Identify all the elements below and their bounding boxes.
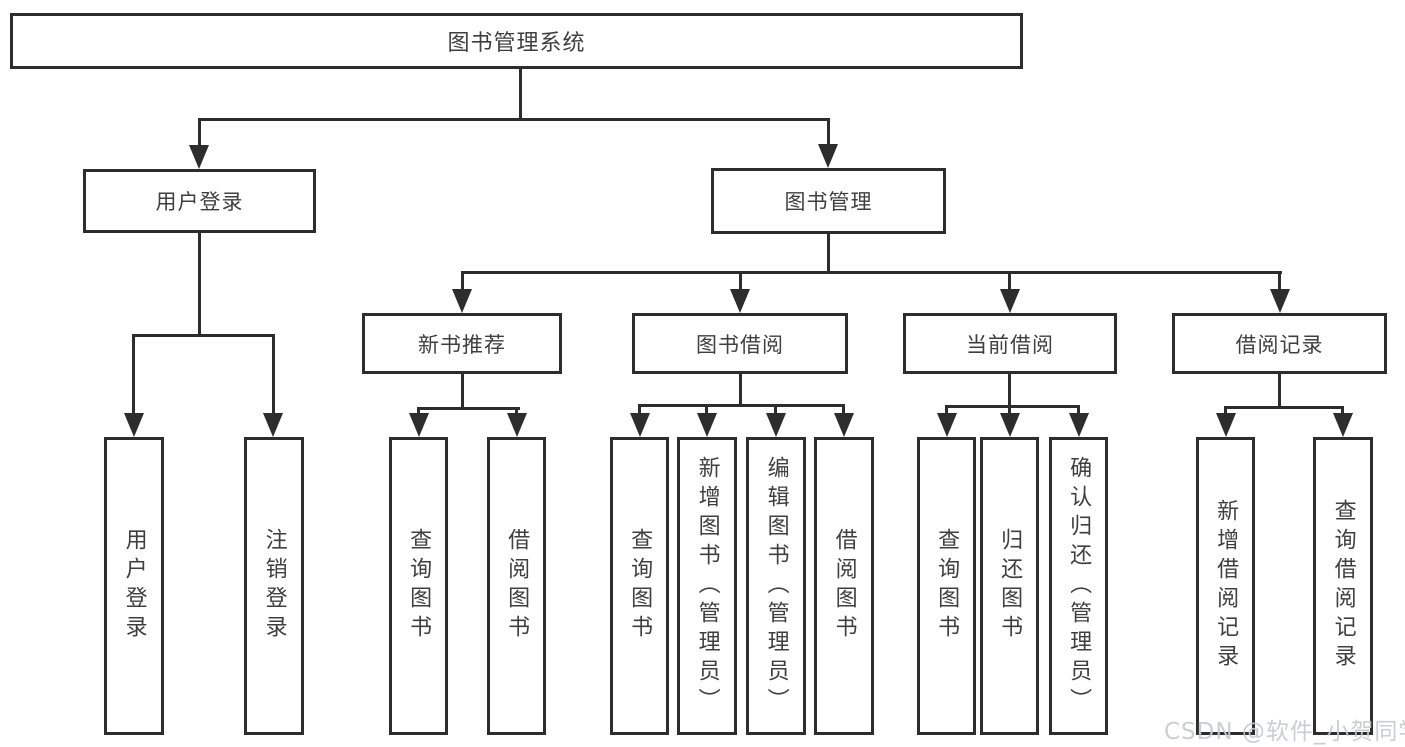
arrowhead-down-icon [697,413,717,437]
leaf-cb-query-book: 查询图书 [917,437,976,735]
leaf-login: 用户登录 [104,437,164,735]
connector-line [461,271,464,293]
connector-line [739,374,742,407]
leaf-cb-query-book-label: 查询图书 [934,528,960,644]
arrowhead-down-icon [834,413,854,437]
arrowhead-down-icon [409,413,429,437]
leaf-login-label: 用户登录 [121,528,147,644]
connector-line [827,118,830,148]
connector-line [1341,406,1344,416]
leaf-rec-borrow-book: 借阅图书 [487,437,546,735]
connector-line [1224,406,1344,409]
connector-line [638,404,641,416]
watermark-text: CSDN @软件_小贺同学 [1164,719,1405,745]
connector-line [198,118,201,149]
leaf-bb-query-book: 查询图书 [610,437,669,735]
connector-line [1008,405,1011,416]
leaf-bb-add-book-label: 新增图书（管理员） [694,455,720,717]
arrowhead-down-icon [1216,413,1236,437]
leaf-bb-query-book-label: 查询图书 [627,528,653,644]
leaf-rec-query-book: 查询图书 [389,437,448,735]
connector-line [198,118,830,121]
arrowhead-down-icon [1333,413,1353,437]
node-borrow-record: 借阅记录 [1172,313,1387,374]
connector-line [739,271,742,293]
connector-line [519,69,522,119]
leaf-logout-label: 注销登录 [261,528,287,644]
arrowhead-down-icon [452,289,472,313]
connector-line [461,374,464,410]
connector-line [1278,271,1281,293]
node-root: 图书管理系统 [10,13,1023,69]
arrowhead-down-icon [1270,289,1290,313]
node-new-book-rec-label: 新书推荐 [418,332,506,357]
connector-line [705,404,708,416]
connector-line [945,405,1080,408]
connector-line [827,234,830,274]
connector-line [417,407,520,410]
arrowhead-down-icon [937,413,957,437]
arrowhead-down-icon [507,413,527,437]
connector-line [272,334,275,418]
leaf-bb-borrow-book: 借阅图书 [814,437,874,735]
leaf-bb-add-book: 新增图书（管理员） [677,437,737,735]
arrowhead-down-icon [1069,413,1089,437]
arrowhead-down-icon [124,413,144,437]
leaf-logout: 注销登录 [244,437,304,735]
leaf-cb-return-book: 归还图书 [980,437,1039,735]
connector-line [417,407,420,418]
leaf-cb-confirm-return-label: 确认归还（管理员） [1066,455,1092,717]
leaf-bb-borrow-book-label: 借阅图书 [831,528,857,644]
node-book-mgmt-label: 图书管理 [784,190,873,214]
connector-line [515,407,518,418]
leaf-rec-borrow-book-label: 借阅图书 [504,528,530,644]
arrowhead-down-icon [189,145,209,169]
connector-line [198,232,201,337]
connector-line [132,334,275,337]
node-book-mgmt: 图书管理 [711,168,946,234]
connector-line [638,404,845,407]
connector-line [1008,271,1011,293]
arrowhead-down-icon [818,144,838,168]
node-new-book-rec: 新书推荐 [362,313,562,374]
leaf-cb-return-book-label: 归还图书 [997,528,1023,644]
arrowhead-down-icon [1000,413,1020,437]
connector-line [842,404,845,416]
leaf-br-query-record: 查询借阅记录 [1313,437,1373,735]
node-borrow-record-label: 借阅记录 [1235,332,1324,357]
connector-line [461,271,1282,274]
connector-line [1077,405,1080,416]
node-user-login: 用户登录 [83,169,316,233]
node-user-login-label: 用户登录 [155,190,244,214]
leaf-br-query-record-label: 查询借阅记录 [1330,499,1356,673]
connector-line [1278,374,1281,409]
leaf-br-add-record-label: 新增借阅记录 [1213,499,1239,673]
connector-line [774,404,777,416]
connector-line [1224,406,1227,416]
leaf-cb-confirm-return: 确认归还（管理员） [1049,437,1108,735]
arrowhead-down-icon [766,413,786,437]
node-root-label: 图书管理系统 [447,31,586,56]
leaf-bb-edit-book: 编辑图书（管理员） [746,437,806,735]
arrowhead-down-icon [263,413,283,437]
connector-line [132,334,135,418]
connector-line [945,405,948,416]
arrowhead-down-icon [1000,289,1020,313]
leaf-rec-query-book-label: 查询图书 [406,528,432,644]
arrowhead-down-icon [730,289,750,313]
arrowhead-down-icon [630,413,650,437]
node-current-borrow-label: 当前借阅 [966,332,1054,357]
connector-line [1008,374,1011,408]
node-current-borrow: 当前借阅 [903,313,1117,374]
node-book-borrow-label: 图书借阅 [696,332,784,357]
leaf-br-add-record: 新增借阅记录 [1196,437,1255,735]
node-book-borrow: 图书借阅 [632,313,848,374]
leaf-bb-edit-book-label: 编辑图书（管理员） [763,455,789,717]
